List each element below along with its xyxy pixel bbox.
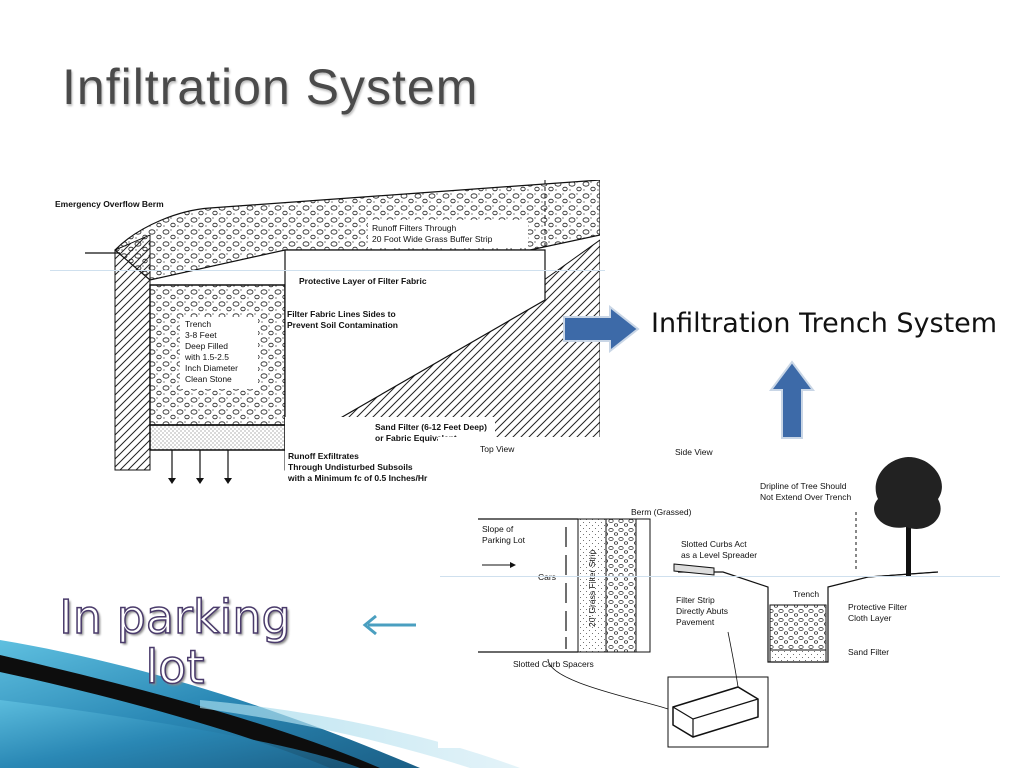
parking-lot-drawing: Top View Side View 20' Grass Filter Stri…: [478, 444, 942, 748]
label-slotted-curb-spacers: Slotted Curb Spacers: [513, 659, 594, 669]
label-sand-filter-1: Sand Filter (6-12 Feet Deep): [375, 422, 487, 432]
label-trench-6: Clean Stone: [185, 374, 232, 384]
label-dripline-2: Not Extend Over Trench: [760, 492, 851, 502]
label-filter-strip-1: Filter Strip: [676, 595, 715, 605]
label-dripline-1: Dripline of Tree Should: [760, 481, 847, 491]
label-sand-filter-2: or Fabric Equivalent: [375, 433, 457, 443]
label-slope-1: Slope of: [482, 524, 514, 534]
label-level-spreader-2: as a Level Spreader: [681, 550, 757, 560]
caption-parking-lot: In parking lot: [59, 590, 292, 694]
label-fabric-lines-1: Filter Fabric Lines Sides to: [287, 309, 396, 319]
label-level-spreader-1: Slotted Curbs Act: [681, 539, 747, 549]
label-trench: Trench: [793, 589, 819, 599]
label-top-view: Top View: [480, 444, 515, 454]
label-filter-strip-2: Directly Abuts: [676, 606, 728, 616]
label-fabric-lines-2: Prevent Soil Contamination: [287, 320, 398, 330]
label-trench-3: Deep Filled: [185, 341, 228, 351]
trench-cross-section-drawing: Emergency Overflow Berm Runoff Filters T…: [55, 179, 601, 487]
label-exfiltrates-3: with a Minimum fc of 0.5 Inches/Hr: [287, 473, 428, 483]
label-protective-2: Cloth Layer: [848, 613, 892, 623]
guide-line-bottom: [440, 576, 1000, 577]
label-exfiltrates-2: Through Undisturbed Subsoils: [288, 462, 413, 472]
label-runoff-filters-1: Runoff Filters Through: [372, 223, 457, 233]
label-cars: Cars: [538, 572, 556, 582]
label-protective-layer: Protective Layer of Filter Fabric: [299, 276, 427, 286]
label-trench-5: Inch Diameter: [185, 363, 238, 373]
label-grass-strip: 20' Grass Filter Strip: [587, 550, 597, 627]
label-berm: Berm (Grassed): [631, 507, 692, 517]
label-sand-filter: Sand Filter: [848, 647, 889, 657]
label-trench-4: with 1.5-2.5: [184, 352, 229, 362]
label-trench-1: Trench: [185, 319, 211, 329]
label-side-view: Side View: [675, 447, 714, 457]
label-exfiltrates-1: Runoff Exfiltrates: [288, 451, 359, 461]
left-arrow-icon: [362, 614, 416, 636]
label-emergency-berm: Emergency Overflow Berm: [55, 199, 164, 209]
parking-lot-figure: Top View Side View 20' Grass Filter Stri…: [438, 437, 1024, 748]
label-filter-strip-3: Pavement: [676, 617, 715, 627]
right-arrow-icon: [563, 305, 640, 353]
trench-cross-section-figure: Emergency Overflow Berm Runoff Filters T…: [50, 179, 601, 490]
guide-line-top: [50, 270, 605, 271]
slide-title: Infiltration System: [62, 59, 479, 115]
label-runoff-filters-2: 20 Foot Wide Grass Buffer Strip: [372, 234, 493, 244]
label-slope-2: Parking Lot: [482, 535, 526, 545]
callout-infiltration-trench: Infiltration Trench System: [651, 308, 998, 339]
label-trench-2: 3-8 Feet: [185, 330, 217, 340]
label-protective-1: Protective Filter: [848, 602, 907, 612]
up-arrow-icon: [769, 360, 815, 439]
